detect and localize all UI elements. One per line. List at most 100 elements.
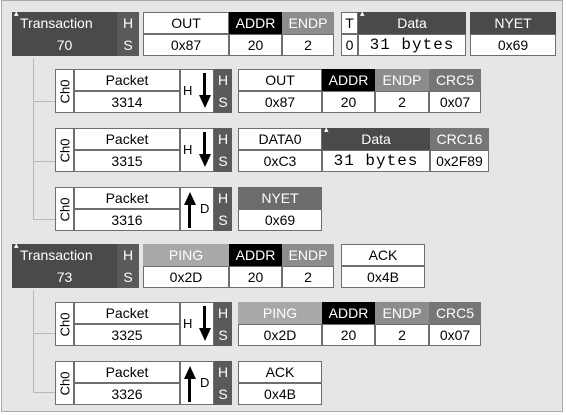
speed-indicator: S xyxy=(214,324,232,346)
field-header-addr: ADDR xyxy=(322,302,375,324)
field-value-endp: 2 xyxy=(375,91,429,113)
host-indicator: H xyxy=(117,12,139,34)
speed-indicator: S xyxy=(117,34,139,56)
transaction-title-cell[interactable]: ▴Transaction xyxy=(12,244,117,266)
channel-label: Ch0 xyxy=(55,128,74,172)
channel-label: Ch0 xyxy=(55,69,74,113)
field-value-pid: 0x2D xyxy=(238,324,322,346)
field-header-toggle: T xyxy=(341,12,358,34)
field-value-addr: 20 xyxy=(322,324,375,346)
direction-indicator: H xyxy=(180,69,214,113)
packet-number: 3314 xyxy=(74,91,180,113)
field-value-crc5: 0x07 xyxy=(429,91,481,113)
field-value-pid: 0xC3 xyxy=(238,150,322,172)
arrow-up-icon xyxy=(184,192,196,228)
field-header-endp: ENDP xyxy=(282,12,334,34)
arrow-down-icon xyxy=(199,306,211,341)
field-value-addr: 20 xyxy=(322,91,375,113)
field-value-toggle: 0 xyxy=(341,34,358,56)
host-indicator: H xyxy=(214,69,232,91)
direction-indicator: H xyxy=(180,128,214,172)
packet-number: 3316 xyxy=(74,209,180,231)
direction-letter: H xyxy=(183,316,193,331)
field-value-endp: 2 xyxy=(282,266,334,288)
transaction-label: Transaction xyxy=(20,247,93,263)
field-value-addr: 20 xyxy=(229,34,282,56)
direction-indicator: H xyxy=(180,302,214,346)
field-header-pid: PING xyxy=(143,244,229,266)
direction-indicator: D xyxy=(180,187,214,231)
direction-letter: D xyxy=(200,375,210,390)
tree-connector xyxy=(33,161,55,220)
field-value-data: 31 bytes xyxy=(322,150,430,172)
field-header-crc5: CRC5 xyxy=(429,302,481,324)
field-header-crc5: CRC5 xyxy=(429,69,481,91)
host-indicator: H xyxy=(214,302,232,324)
field-value-handshake: 0x4B xyxy=(238,383,322,405)
expand-marker-icon: ▴ xyxy=(14,12,19,18)
field-value-endp: 2 xyxy=(375,324,429,346)
field-header-handshake: NYET xyxy=(470,12,556,34)
field-header-handshake: ACK xyxy=(238,361,322,383)
field-header-pid: PING xyxy=(238,302,322,324)
packet-number: 3315 xyxy=(74,150,180,172)
speed-indicator: S xyxy=(214,150,232,172)
field-header-addr: ADDR xyxy=(229,12,282,34)
expand-marker-icon: ▴ xyxy=(14,244,19,250)
speed-indicator: S xyxy=(214,91,232,113)
arrow-down-icon xyxy=(199,73,211,108)
transaction-number: 73 xyxy=(12,266,117,288)
packet-title: Packet xyxy=(74,128,180,150)
field-value-endp: 2 xyxy=(282,34,334,56)
speed-indicator: S xyxy=(214,209,232,231)
expand-marker-icon: ▴ xyxy=(324,128,329,134)
transaction-label: Transaction xyxy=(20,15,93,31)
field-value-handshake: 0x69 xyxy=(238,209,322,231)
transaction-number: 70 xyxy=(12,34,117,56)
direction-letter: H xyxy=(183,142,193,157)
packet-title: Packet xyxy=(74,187,180,209)
host-indicator: H xyxy=(214,128,232,150)
arrow-down-icon xyxy=(199,132,211,167)
packet-number: 3325 xyxy=(74,324,180,346)
field-header-pid: OUT xyxy=(238,69,322,91)
tree-connector xyxy=(33,161,55,162)
speed-indicator: S xyxy=(214,383,232,405)
tree-connector xyxy=(33,334,55,393)
channel-label: Ch0 xyxy=(55,302,74,346)
field-value-handshake: 0x69 xyxy=(470,34,556,56)
direction-indicator: D xyxy=(180,361,214,405)
field-value-pid: 0x87 xyxy=(238,91,322,113)
field-header-pid: OUT xyxy=(143,12,229,34)
host-indicator: H xyxy=(214,187,232,209)
channel-label: Ch0 xyxy=(55,187,74,231)
tree-connector xyxy=(33,290,55,334)
field-value-crc5: 0x07 xyxy=(429,324,481,346)
field-header-pid: DATA0 xyxy=(238,128,322,150)
expand-marker-icon: ▴ xyxy=(360,12,365,18)
field-header-data[interactable]: ▴Data xyxy=(322,128,430,150)
host-indicator: H xyxy=(117,244,139,266)
host-indicator: H xyxy=(214,361,232,383)
direction-letter: D xyxy=(200,201,210,216)
packet-number: 3326 xyxy=(74,383,180,405)
field-value-data: 31 bytes xyxy=(358,34,466,56)
field-header-handshake: ACK xyxy=(341,244,425,266)
field-header-endp: ENDP xyxy=(282,244,334,266)
field-value-crc16: 0x2F89 xyxy=(430,150,489,172)
field-header-endp: ENDP xyxy=(375,69,429,91)
direction-letter: H xyxy=(183,83,193,98)
field-header-addr: ADDR xyxy=(229,244,282,266)
channel-label: Ch0 xyxy=(55,361,74,405)
field-value-handshake: 0x4B xyxy=(341,266,425,288)
field-header-crc16: CRC16 xyxy=(430,128,489,150)
transaction-title-cell[interactable]: ▴Transaction xyxy=(12,12,117,34)
field-value-pid: 0x2D xyxy=(143,266,229,288)
speed-indicator: S xyxy=(117,266,139,288)
field-header-addr: ADDR xyxy=(322,69,375,91)
field-header-data[interactable]: ▴Data xyxy=(358,12,466,34)
packet-title: Packet xyxy=(74,69,180,91)
field-header-endp: ENDP xyxy=(375,302,429,324)
tree-connector xyxy=(33,58,55,102)
packet-title: Packet xyxy=(74,302,180,324)
